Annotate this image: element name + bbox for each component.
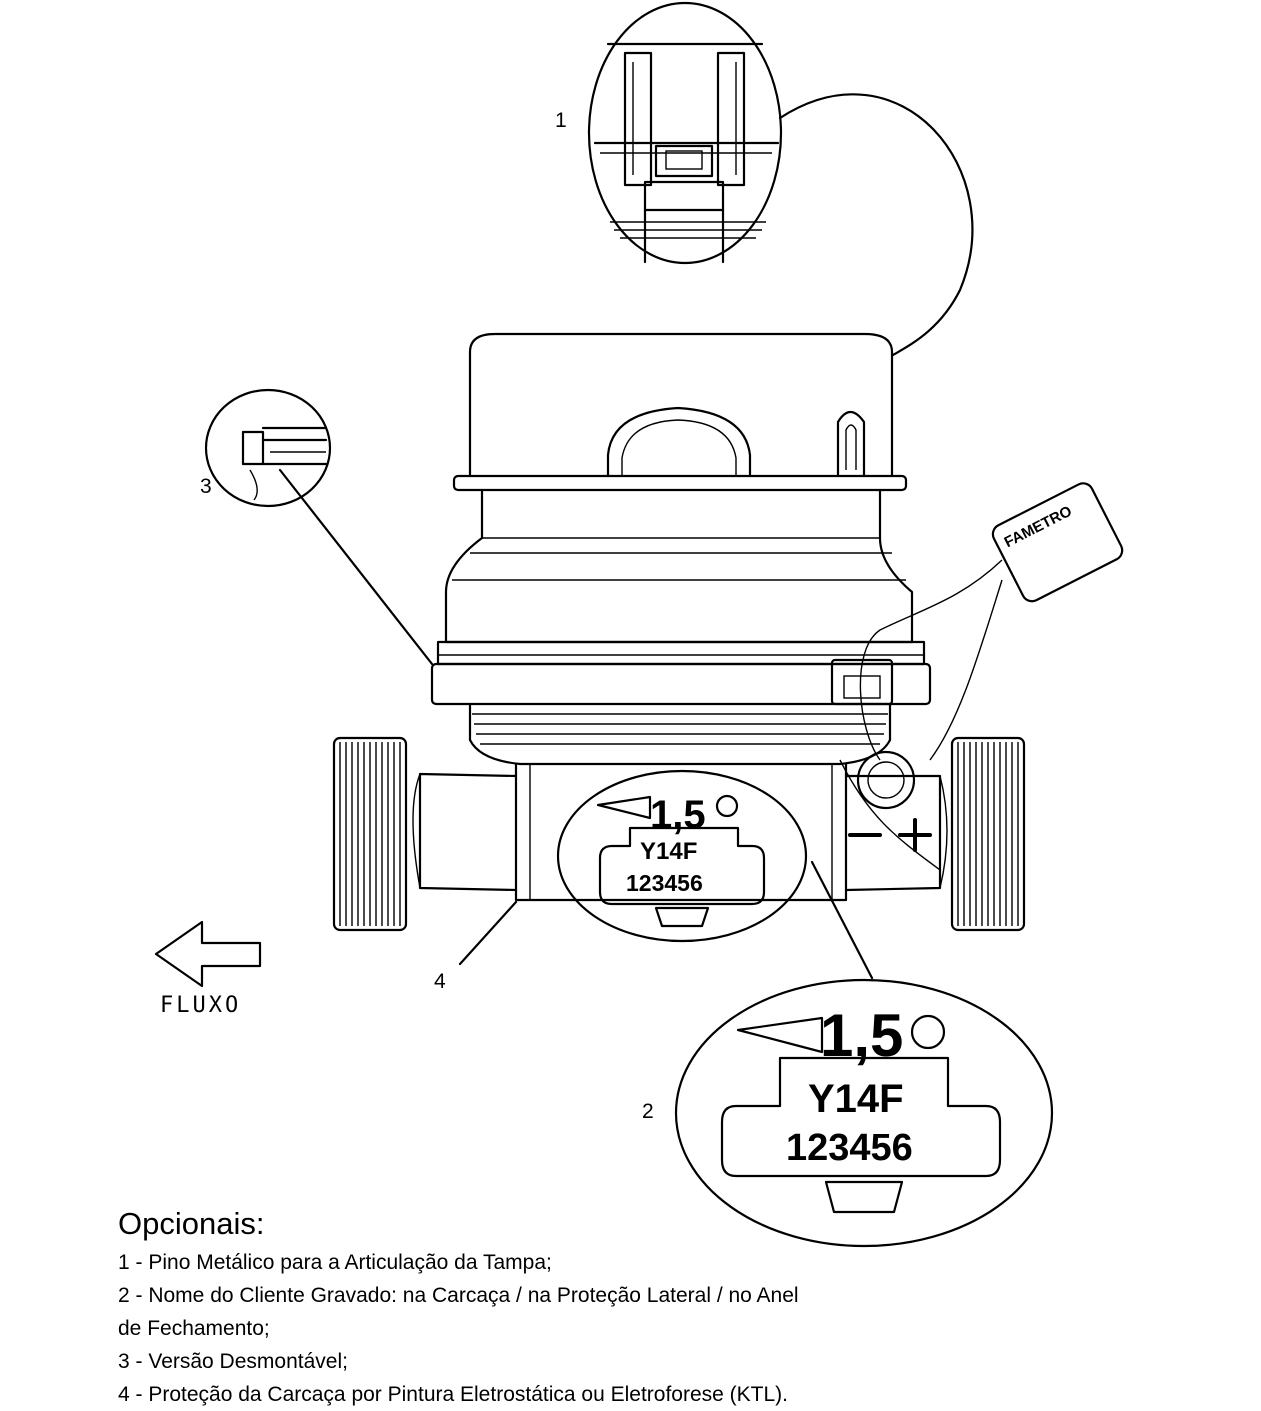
marking-large-model: Y14F — [808, 1077, 904, 1121]
legend-item: 1 - Pino Metálico para a Articulação da … — [118, 1251, 552, 1274]
legend-item: de Fechamento; — [118, 1317, 270, 1340]
flow-arrow: FLUXO — [154, 920, 262, 1018]
seal-tag-text: FAMETRO — [1002, 503, 1075, 552]
callout-3-label: 3 — [200, 475, 212, 498]
meter-lid — [452, 332, 908, 492]
meter-register-body — [430, 488, 932, 766]
casing-marking-small: 1,5 Y14F 123456 — [556, 769, 808, 943]
detail-1-hinge-pin: 1 — [555, 1, 974, 357]
leader-line-4 — [458, 900, 518, 966]
right-threaded-connection — [950, 736, 1026, 932]
leader-line-1 — [778, 93, 974, 357]
flow-label: FLUXO — [160, 993, 241, 1018]
leader-line-2 — [810, 860, 874, 980]
seal-tag: FAMETRO — [839, 482, 1124, 871]
legend-title: Opcionais: — [118, 1206, 265, 1241]
callout-4-label: 4 — [434, 970, 446, 993]
marking-small-flow-rate: 1,5 — [650, 793, 706, 837]
marking-small-model: Y14F — [640, 838, 697, 865]
detail-3-disassemblable: 3 — [200, 388, 434, 666]
callout-4: 4 — [434, 900, 518, 993]
legend-item: 3 - Versão Desmontável; — [118, 1350, 348, 1373]
calibration-adjuster — [848, 750, 932, 852]
meter-casing — [412, 762, 948, 902]
left-threaded-connection — [332, 736, 408, 932]
callout-2-label: 2 — [642, 1100, 654, 1123]
detail-2-engraved-marking: 1,5 Y14F 123456 2 — [642, 860, 1054, 1248]
marking-small-serial: 123456 — [626, 870, 703, 896]
optional-features-legend: Opcionais: 1 - Pino Metálico para a Arti… — [118, 1206, 1018, 1411]
callout-1-label: 1 — [555, 109, 567, 132]
legend-item: 4 - Proteção da Carcaça por Pintura Elet… — [118, 1383, 788, 1406]
leader-line-3 — [278, 468, 434, 666]
legend-item: 2 - Nome do Cliente Gravado: na Carcaça … — [118, 1284, 799, 1307]
marking-large-serial: 123456 — [786, 1127, 913, 1169]
